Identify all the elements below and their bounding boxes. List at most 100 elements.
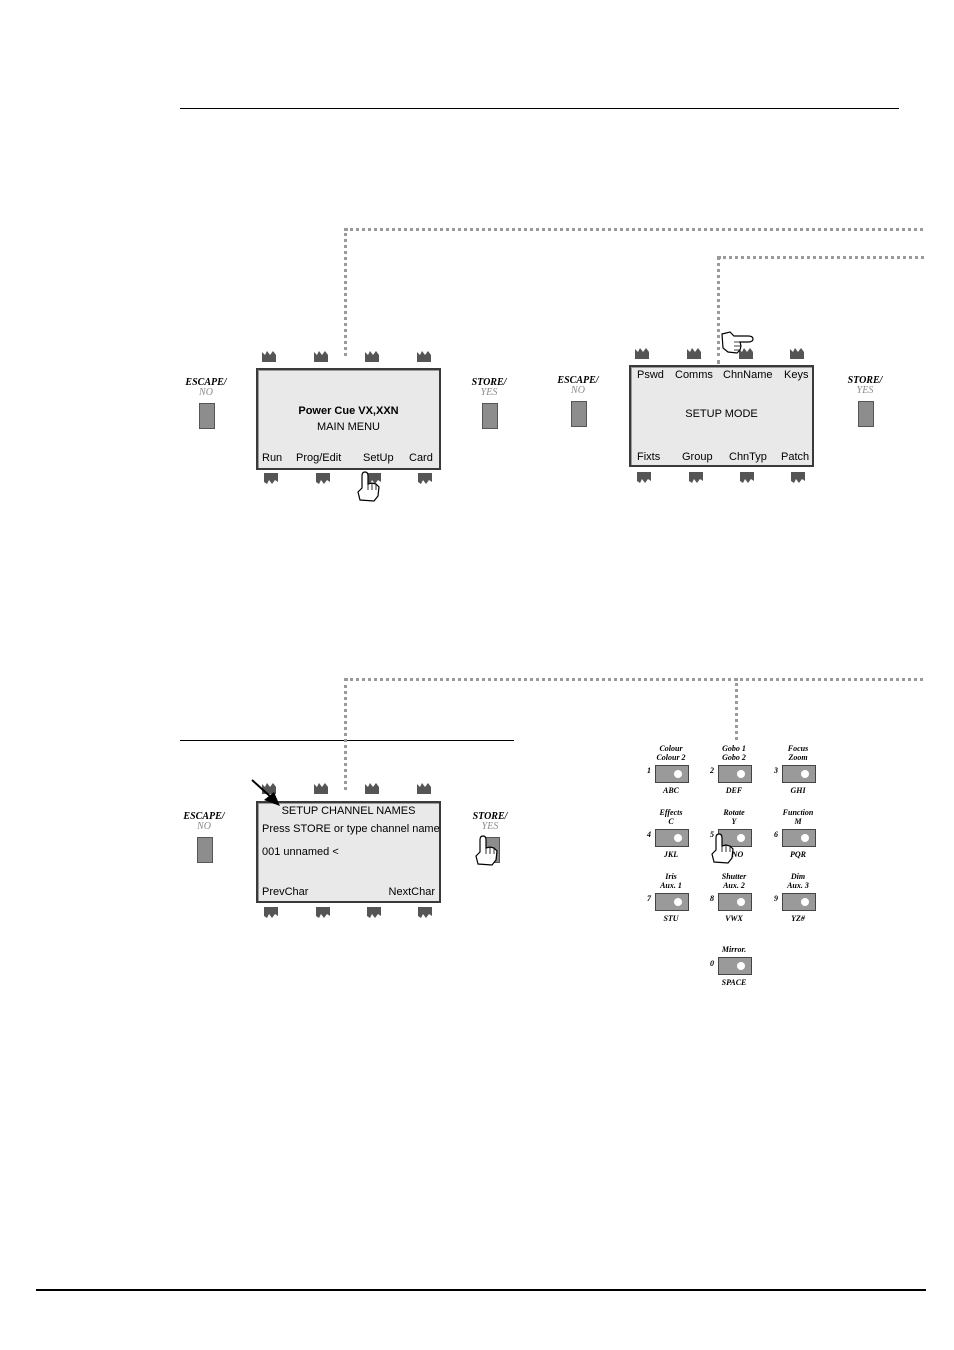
softkey-bottom-3[interactable]: [367, 907, 381, 919]
key-8[interactable]: [718, 893, 752, 911]
softkey-top-2[interactable]: [314, 350, 328, 362]
key-2-letters: DEF: [725, 786, 743, 795]
softkey-bottom-2[interactable]: [316, 473, 330, 485]
key-0-number: 0: [710, 959, 714, 968]
key-1-letters: ABC: [662, 786, 679, 795]
arrow-icon: [251, 779, 280, 806]
key-2-function-label: Gobo 1 Gobo 2: [722, 744, 746, 762]
softkey-label-run: Run: [262, 452, 283, 464]
key-0[interactable]: [718, 957, 752, 975]
softkey-top-2[interactable]: [314, 782, 328, 794]
key-1-number: 1: [647, 766, 651, 775]
key-9[interactable]: [782, 893, 816, 911]
key-3-number: 3: [774, 766, 778, 775]
softkey-label-pswd: Pswd: [637, 369, 664, 381]
softkey-label-chntyp: ChnTyp: [729, 451, 767, 463]
lcd-mode-title: SETUP MODE: [685, 408, 758, 420]
softkey-label-card: Card: [409, 452, 433, 464]
leader-line: [718, 256, 924, 259]
pointing-hand-icon: [475, 835, 498, 866]
key-4-function-label: Effects C: [659, 808, 683, 826]
key-4[interactable]: [655, 829, 689, 847]
key-6-function-label: Function M: [782, 808, 814, 826]
key-7-letters: STU: [663, 914, 679, 923]
softkey-top-4[interactable]: [790, 347, 804, 359]
header-rule: [180, 108, 899, 109]
softkey-bottom-1[interactable]: [264, 473, 278, 485]
leader-line: [344, 228, 347, 356]
softkey-label-patch: Patch: [781, 451, 810, 463]
lcd-channel-entry: 001 unnamed <: [262, 846, 339, 858]
softkey-top-4[interactable]: [417, 350, 431, 362]
key-2-number: 2: [710, 766, 714, 775]
softkey-bottom-2[interactable]: [689, 472, 703, 484]
lcd-main-menu: Power Cue VX,XXN MAIN MENU Run Prog/Edit…: [256, 368, 441, 470]
softkey-top-4[interactable]: [417, 782, 431, 794]
softkey-bottom-3[interactable]: [740, 472, 754, 484]
leader-line: [735, 678, 738, 740]
softkey-label-setup: SetUp: [363, 452, 394, 464]
lcd-instruction: Press STORE or type channel name: [262, 823, 440, 835]
key-8-letters: VWX: [725, 914, 743, 923]
key-5-function-label: Rotate Y: [723, 808, 745, 826]
lcd-channel-names: SETUP CHANNEL NAMES Press STORE or type …: [256, 801, 441, 903]
store-button[interactable]: [858, 401, 874, 427]
key-9-number: 9: [774, 894, 778, 903]
softkey-bottom-3[interactable]: [367, 473, 381, 485]
pointing-hand-icon: [711, 833, 734, 864]
key-9-function-label: Dim Aux. 3: [787, 872, 809, 890]
key-9-letters: YZ#: [791, 914, 805, 923]
key-2[interactable]: [718, 765, 752, 783]
store-button[interactable]: [482, 403, 498, 429]
softkey-bottom-1[interactable]: [637, 472, 651, 484]
key-4-number: 4: [647, 830, 651, 839]
escape-button[interactable]: [197, 837, 213, 863]
key-8-function-label: Shutter Aux. 2: [721, 872, 747, 890]
escape-button[interactable]: [571, 401, 587, 427]
leader-line: [345, 678, 923, 681]
softkey-label-nextchar: NextChar: [388, 886, 435, 898]
key-1-function-label: Colour Colour 2: [656, 744, 686, 762]
escape-button[interactable]: [199, 403, 215, 429]
softkey-bottom-4[interactable]: [418, 907, 432, 919]
key-7-function-label: Iris Aux. 1: [660, 872, 682, 890]
key-6[interactable]: [782, 829, 816, 847]
softkey-label-fixts: Fixts: [637, 451, 661, 463]
softkey-top-2[interactable]: [687, 347, 701, 359]
lcd-title: Power Cue VX,XXN: [298, 405, 399, 417]
escape-label: ESCAPE/NO: [185, 377, 227, 398]
store-label: STORE/YES: [472, 811, 508, 832]
key-3-letters: GHI: [790, 786, 806, 795]
softkey-bottom-1[interactable]: [264, 907, 278, 919]
store-label: STORE/YES: [471, 377, 507, 398]
section-rule: [180, 740, 514, 741]
softkey-top-1[interactable]: [262, 350, 276, 362]
leader-line: [344, 678, 347, 790]
softkey-top-3[interactable]: [739, 347, 753, 359]
escape-label: ESCAPE/NO: [557, 375, 599, 396]
softkey-bottom-2[interactable]: [316, 907, 330, 919]
footer-rule: [36, 1289, 926, 1291]
softkey-label-prevchar: PrevChar: [262, 886, 309, 898]
key-6-number: 6: [774, 830, 778, 839]
store-label: STORE/YES: [847, 375, 883, 396]
softkey-bottom-4[interactable]: [418, 473, 432, 485]
pointing-hand-icon: [721, 331, 754, 354]
softkey-label-group: Group: [682, 451, 713, 463]
key-0-letters: SPACE: [721, 978, 747, 987]
leader-line: [345, 228, 923, 231]
key-8-number: 8: [710, 894, 714, 903]
key-5-letters: MNO: [724, 850, 744, 859]
key-1[interactable]: [655, 765, 689, 783]
softkey-bottom-4[interactable]: [791, 472, 805, 484]
key-6-letters: PQR: [790, 850, 806, 859]
key-3-function-label: Focus Zoom: [787, 744, 809, 762]
lcd-subtitle: MAIN MENU: [317, 421, 380, 433]
key-7[interactable]: [655, 893, 689, 911]
softkey-top-1[interactable]: [635, 347, 649, 359]
key-3[interactable]: [782, 765, 816, 783]
key-7-number: 7: [647, 894, 651, 903]
softkey-top-3[interactable]: [365, 350, 379, 362]
softkey-top-3[interactable]: [365, 782, 379, 794]
softkey-label-keys: Keys: [784, 369, 809, 381]
